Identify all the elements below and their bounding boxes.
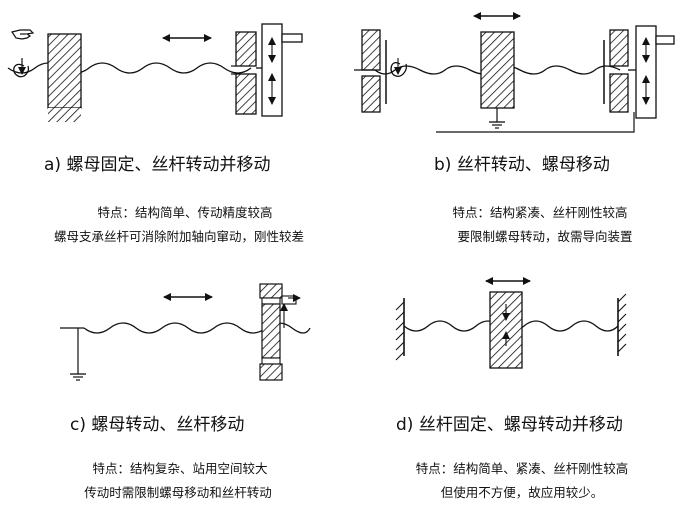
fixed-support-lower-b (361, 75, 381, 113)
panel-a-caption: a) 螺母固定、丝杆转动并移动 (44, 155, 271, 175)
nut-base-ground (48, 108, 81, 122)
panel-b-feature-2: 要限制螺母转动，故需导向装置 (457, 229, 633, 244)
bearing-block-lower-b (609, 73, 629, 113)
slider-frame-a (261, 23, 283, 117)
fixed-support-upper-b (361, 29, 381, 71)
panel-c-drawing (60, 283, 311, 381)
bearing-block-lower-a (235, 73, 257, 115)
panel-b-feature-1: 特点：结构紧凑、丝杆刚性较高 (452, 205, 628, 220)
panel-a-feature-2: 螺母支承丝杆可消除附加轴向窜动，刚性较差 (53, 229, 304, 244)
rotating-nut-d (489, 291, 523, 369)
panel-a-feature-1: 特点：结构简单、传动精度较高 (97, 205, 273, 220)
panel-d-drawing (395, 277, 627, 369)
bearing-block-upper-a (235, 31, 257, 67)
nut-housing-top-c (259, 283, 283, 299)
rotating-nut-c (261, 303, 281, 359)
panel-d-feature-2: 但使用不方便，故应用较少。 (440, 485, 604, 500)
panel-c-feature-1: 特点：结构复杂、站用空间较大 (92, 461, 268, 476)
bearing-block-upper-b (609, 29, 629, 67)
panel-a-drawing (7, 23, 303, 122)
guide-rail-b (436, 112, 635, 133)
hand-pointer-icon (11, 29, 35, 40)
slider-frame-b (635, 25, 657, 119)
nut-housing-bottom-c (259, 363, 283, 381)
fixed-nut (47, 33, 82, 109)
crank-handle (13, 63, 30, 78)
screw-shaft-a (7, 62, 252, 74)
panel-b-drawing (354, 12, 675, 133)
panel-c-feature-2: 传动时需限制螺母移动和丝杆转动 (84, 485, 272, 500)
crank-handle-b (390, 62, 408, 77)
panel-b-caption: b) 丝杆转动、螺母移动 (434, 155, 610, 175)
panel-d-feature-1: 特点：结构简单、紧凑、丝杆刚性较高 (415, 461, 629, 476)
panel-c-caption: c) 螺母转动、丝杆移动 (70, 415, 245, 435)
moving-nut-b (480, 31, 515, 109)
panel-d-caption: d) 丝杆固定、螺母转动并移动 (396, 415, 623, 435)
